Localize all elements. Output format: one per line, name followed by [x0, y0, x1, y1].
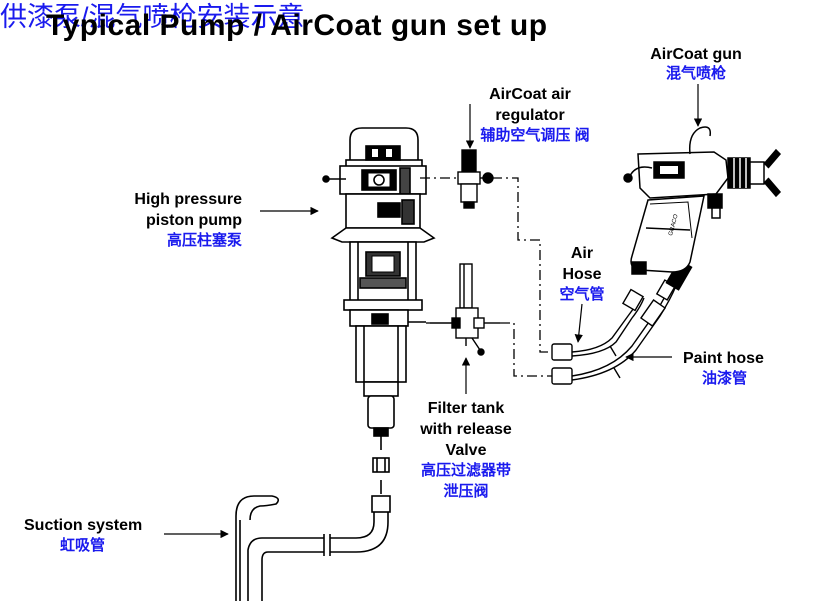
svg-text:GRACO: GRACO: [668, 213, 680, 236]
label-regulator-zh: 辅助空气调压 阀: [480, 127, 590, 144]
title-chinese: 供漆泵/混气喷枪安装示意: [0, 2, 305, 32]
hoses: [551, 259, 693, 385]
label-paint-hose-zh: 油漆管: [702, 370, 748, 387]
label-regulator-en-2: regulator: [495, 107, 565, 124]
label-pump-zh: 高压柱塞泵: [166, 232, 242, 249]
label-suction-en: Suction system: [24, 517, 143, 534]
label-filter-zh-1: 高压过滤器带: [420, 462, 511, 479]
label-pump-en-1: High pressure: [134, 191, 242, 208]
aircoat-gun: GRACO: [623, 126, 782, 275]
label-arrows: [164, 84, 703, 539]
air-regulator: [457, 149, 494, 209]
label-air-hose-zh: 空气管: [559, 286, 605, 303]
label-aircoat-gun-en: AirCoat gun: [650, 46, 742, 63]
label-filter-en-3: Valve: [445, 442, 487, 459]
piston-pump: [322, 127, 436, 437]
filter-tank: [430, 263, 500, 356]
suction-system: [235, 436, 391, 601]
label-filter-en-1: Filter tank: [427, 400, 505, 417]
label-filter-en-2: with release: [420, 421, 512, 438]
label-paint-hose-en: Paint hose: [683, 350, 764, 367]
label-filter-zh-2: 泄压阀: [443, 483, 489, 500]
label-air-hose-en-1: Air: [570, 245, 594, 262]
label-suction-zh: 虹吸管: [60, 537, 106, 554]
arrow-air-hose: [574, 303, 583, 343]
label-regulator-en-1: AirCoat air: [489, 86, 571, 103]
connection-lines: [420, 177, 552, 377]
title-english: Typical Pump / AirCoat gun set up: [46, 9, 548, 42]
label-air-hose-en-2: Hose: [562, 266, 602, 283]
label-aircoat-gun-zh: 混气喷枪: [665, 65, 726, 82]
label-pump-en-2: piston pump: [146, 212, 242, 229]
